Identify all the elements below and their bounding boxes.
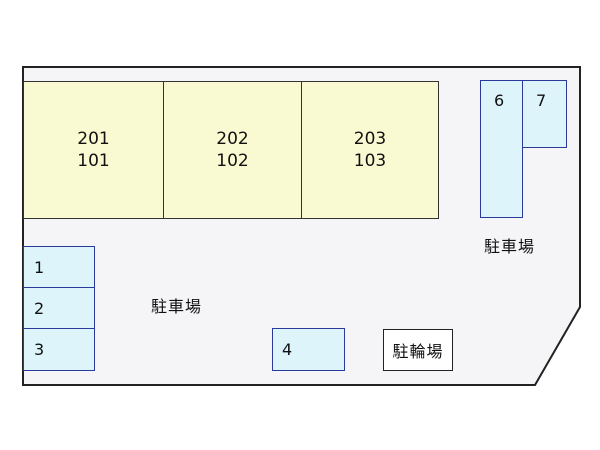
parking-area-label: 駐車場 (151, 297, 203, 316)
space-number: 1 (34, 257, 45, 277)
parking-space-4: 4 (272, 328, 345, 371)
parking-space-3: 3 (23, 328, 95, 371)
parking-area-label-right: 駐車場 (484, 237, 536, 256)
unit-block-2: 202 102 (163, 81, 302, 219)
bicycle-parking: 駐輪場 (383, 329, 453, 371)
parking-space-6: 6 (480, 80, 523, 218)
unit-upper-number: 203 (353, 129, 387, 149)
parking-space-2: 2 (23, 287, 95, 329)
unit-upper-number: 202 (216, 129, 249, 149)
parking-space-7: 7 (522, 80, 567, 148)
unit-lower-number: 102 (216, 151, 249, 171)
space-number: 4 (282, 340, 293, 359)
unit-lower-number: 101 (77, 151, 110, 171)
space-number: 7 (536, 91, 547, 110)
unit-lower-number: 103 (353, 151, 387, 171)
space-number: 6 (494, 91, 505, 110)
bicycle-parking-label: 駐輪場 (392, 342, 444, 361)
space-number: 3 (34, 340, 45, 359)
unit-upper-number: 201 (77, 129, 110, 149)
unit-block-3: 203 103 (301, 81, 439, 219)
space-number: 2 (34, 298, 45, 318)
parking-space-1: 1 (23, 246, 95, 288)
unit-block-1: 201 101 (23, 81, 164, 219)
